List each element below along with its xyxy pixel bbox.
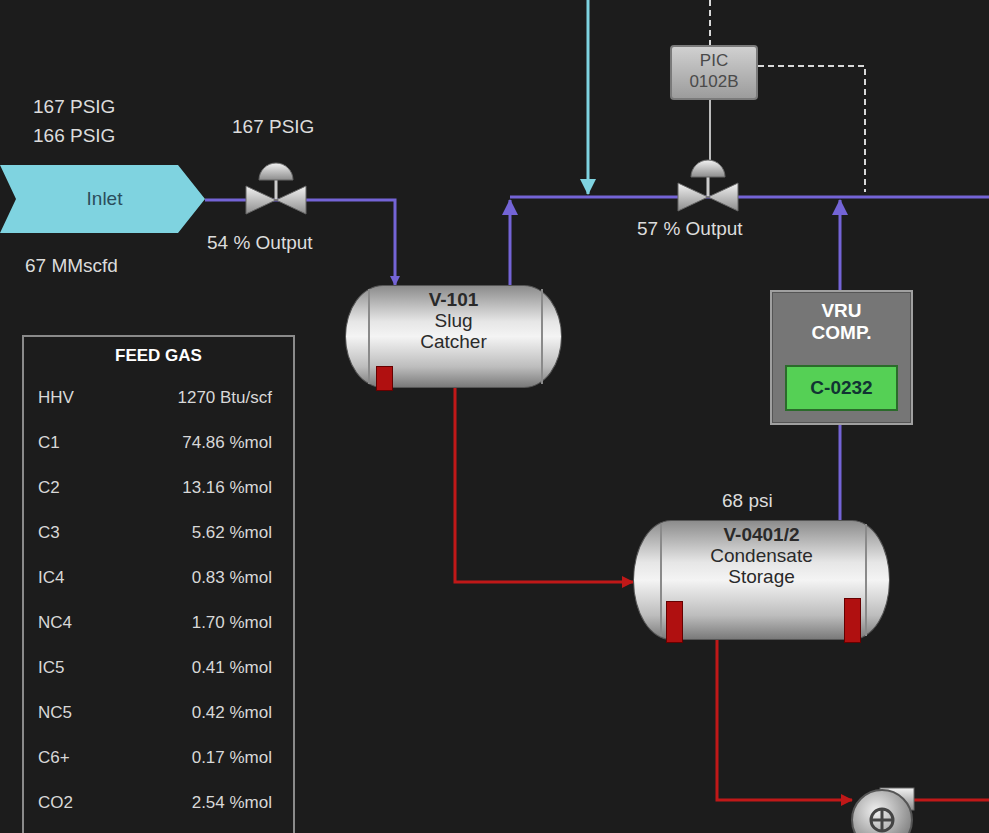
status-indicator: C-0232 bbox=[785, 365, 898, 411]
slug-catcher-vessel: V-101Slug Catcher bbox=[345, 285, 562, 388]
compressor-box: VRU COMP. C-0232 bbox=[770, 290, 913, 425]
level-bar bbox=[844, 598, 861, 643]
node-text: Condensate Storage bbox=[697, 546, 827, 588]
table-value: 2.54 %mol bbox=[110, 793, 272, 813]
table-key: IC4 bbox=[38, 568, 64, 588]
table-value: 13.16 %mol bbox=[110, 478, 272, 498]
table-key: C2 bbox=[38, 478, 60, 498]
process-value: 167 PSIG bbox=[232, 116, 314, 139]
table-key: C6+ bbox=[38, 748, 70, 768]
table-value: 5.62 %mol bbox=[110, 523, 272, 543]
table-value: 1.70 %mol bbox=[110, 613, 272, 633]
inlet-arrow: Inlet bbox=[0, 165, 205, 233]
vessel-seam bbox=[368, 289, 370, 384]
table-value: 1270 Btu/scf bbox=[110, 388, 272, 408]
process-value: 68 psi bbox=[722, 490, 773, 513]
table-key: IC5 bbox=[38, 658, 64, 678]
level-bar bbox=[666, 601, 683, 643]
process-line bbox=[839, 425, 842, 520]
vessel-seam bbox=[541, 289, 543, 384]
table-key: C1 bbox=[38, 433, 60, 453]
level-bar bbox=[376, 366, 393, 391]
table-key: C3 bbox=[38, 523, 60, 543]
main-header bbox=[510, 197, 989, 290]
process-value: 54 % Output bbox=[207, 232, 313, 255]
cyan-feed-line bbox=[587, 0, 590, 194]
process-line bbox=[205, 200, 395, 285]
vessel-seam bbox=[660, 524, 662, 636]
node-text: Slug Catcher bbox=[408, 311, 500, 353]
control-valve bbox=[246, 163, 306, 214]
table-key: NC5 bbox=[38, 703, 72, 723]
table-value: 0.17 %mol bbox=[110, 748, 272, 768]
process-value: 167 PSIG bbox=[33, 96, 115, 119]
pump-symbol bbox=[852, 788, 914, 833]
control-valve bbox=[678, 160, 738, 211]
vessel-seam bbox=[865, 524, 867, 636]
table-key: NC4 bbox=[38, 613, 72, 633]
node-title: Inlet bbox=[87, 188, 123, 210]
node-text: 0102B bbox=[672, 71, 756, 92]
process-line bbox=[455, 388, 633, 582]
table-value: 74.86 %mol bbox=[110, 433, 272, 453]
node-title: V-0401/2 bbox=[723, 525, 799, 546]
table-value: 0.42 %mol bbox=[110, 703, 272, 723]
storage-vessel: V-0401/2Condensate Storage bbox=[633, 520, 890, 640]
process-value: 57 % Output bbox=[637, 218, 743, 241]
node-title: V-101 bbox=[429, 290, 479, 311]
table-key: HHV bbox=[38, 388, 74, 408]
controller-box: PIC0102B bbox=[670, 45, 758, 100]
condensate-line bbox=[717, 640, 989, 800]
table-key: CO2 bbox=[38, 793, 73, 813]
node-title: C-0232 bbox=[810, 377, 872, 399]
actuator-link bbox=[709, 100, 711, 160]
arrow-shape bbox=[0, 165, 205, 233]
node-title: PIC bbox=[672, 50, 756, 71]
node-title: FEED GAS bbox=[24, 346, 293, 366]
process-value: 67 MMscfd bbox=[25, 255, 118, 278]
table-value: 0.83 %mol bbox=[110, 568, 272, 588]
node-title: VRU COMP. bbox=[797, 300, 887, 344]
table-value: 0.41 %mol bbox=[110, 658, 272, 678]
process-value: 166 PSIG bbox=[33, 125, 115, 148]
